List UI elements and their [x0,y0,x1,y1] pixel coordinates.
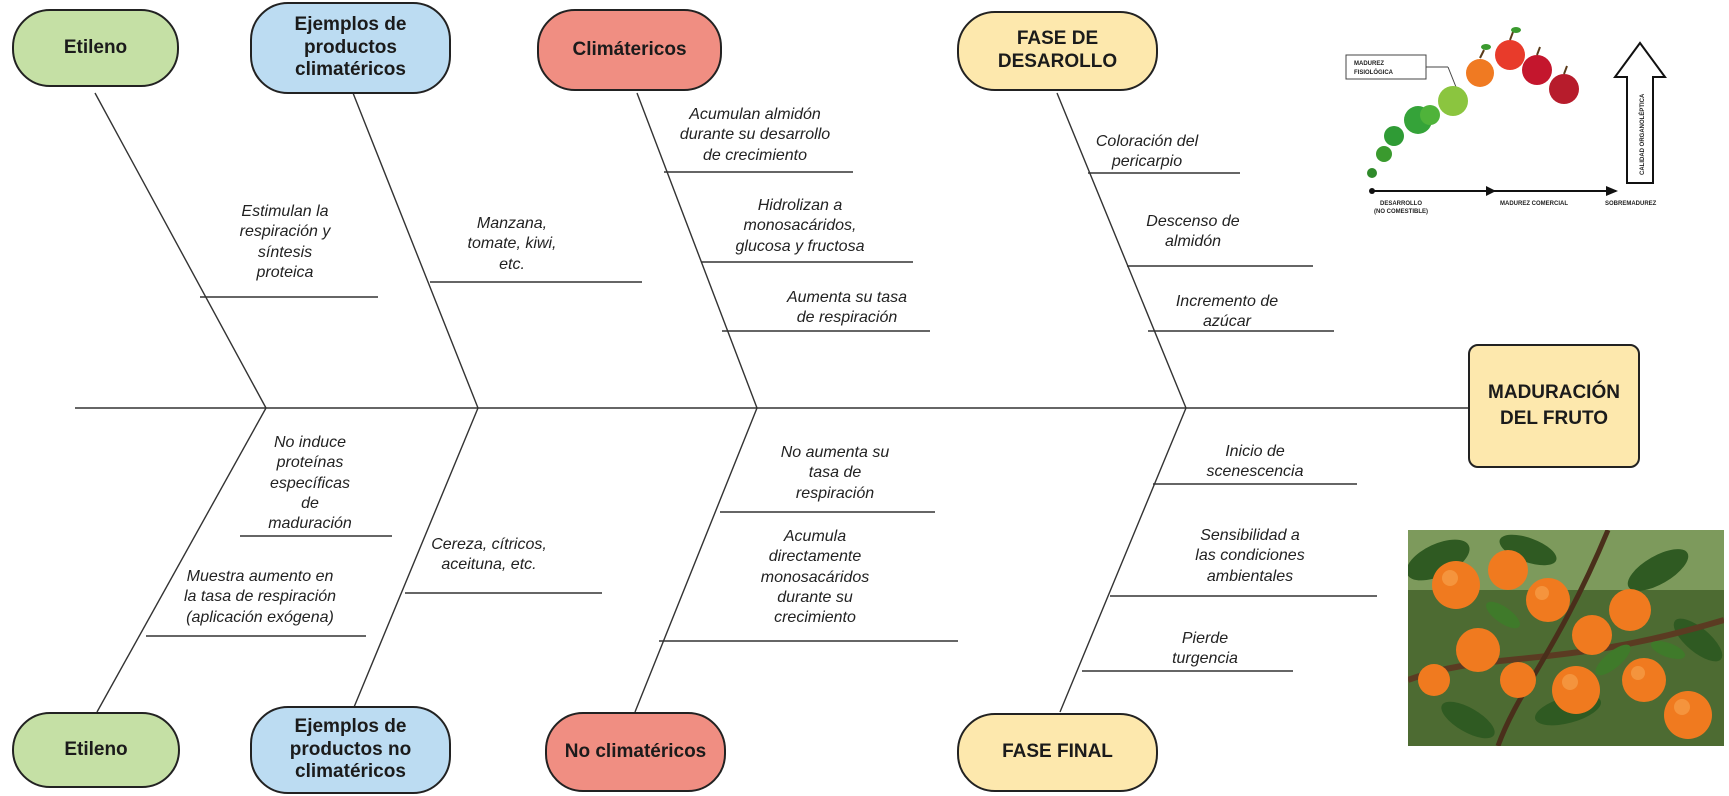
cause-note: No aumenta su tasa de respiración [780,444,890,502]
cause-note: Aumenta su tasa de respiración [786,289,908,327]
category-ejemplos-no-climatericos: Ejemplos de productos no climatéricos [250,706,451,794]
category-etileno-top: Etileno [12,9,179,87]
cause-note: Muestra aumento en la tasa de respiració… [183,568,337,626]
cause-note: Manzana, tomate, kiwi, etc. [467,215,557,273]
cause-note: Incremento de azúcar [1175,293,1279,331]
bone-top-ejemplos [352,92,479,409]
orange-tree-photo [1408,530,1724,746]
bone-top-climatericos [636,92,758,409]
category-ejemplos-climatericos: Ejemplos de productos climatéricos [250,2,451,94]
cause-note: Hidrolizan a monosacáridos, glucosa y fr… [735,197,865,255]
category-climatericos: Climátericos [537,9,722,91]
category-fase-desarollo: FASE DE DESAROLLO [957,11,1158,91]
category-fase-final: FASE FINAL [957,713,1158,792]
bone-bottom-ejemplos [351,407,479,713]
cause-note: No induce proteínas específicas de madur… [268,434,352,533]
category-no-climatericos: No climatéricos [545,712,726,792]
axis-label-madurez-comercial: MADUREZ COMERCIAL [1500,201,1568,207]
axis-label-desarrollo: DESARROLLO [1380,201,1422,207]
bone-bottom-no-climatericos [634,407,758,713]
cause-note: Pierde turgencia [1172,630,1238,668]
ripening-stages-graphic: MADUREZ FISIOLÓGICA DESARROLLO (NO COMES… [1345,27,1667,215]
axis-label-no-comestible: (NO COMESTIBLE) [1374,209,1428,215]
bone-bottom-fase-final [1059,407,1187,713]
cause-note: Acumulan almidón durante su desarrollo d… [679,106,831,164]
callout-line-1: MADUREZ [1354,61,1384,67]
cause-note: Coloración del pericarpio [1095,133,1199,171]
bone-top-etileno [94,92,267,409]
bone-top-fase-desarollo [1056,92,1187,409]
callout-line-2: FISIOLÓGICA [1354,68,1394,76]
cause-note: Inicio de scenescencia [1206,443,1304,481]
bone-bottom-etileno [96,407,267,713]
cause-note: Acumula directamente monosacáridos duran… [760,528,870,627]
cause-note: Descenso de almidón [1146,213,1240,251]
cause-note: Cereza, cítricos, aceituna, etc. [431,536,547,574]
axis-label-sobremadurez: SOBREMADUREZ [1605,201,1657,207]
cause-note: Estimulan la respiración y síntesis prot… [239,203,331,281]
cause-note: Sensibilidad a las condiciones ambiental… [1195,527,1305,585]
category-etileno-bottom: Etileno [12,712,180,788]
effect-maduracion-del-fruto: MADURACIÓN DEL FRUTO [1468,344,1640,468]
axis-label-calidad: CALIDAD ORGANOLÉPTICA [1638,93,1646,175]
apple-icons [1367,27,1579,178]
